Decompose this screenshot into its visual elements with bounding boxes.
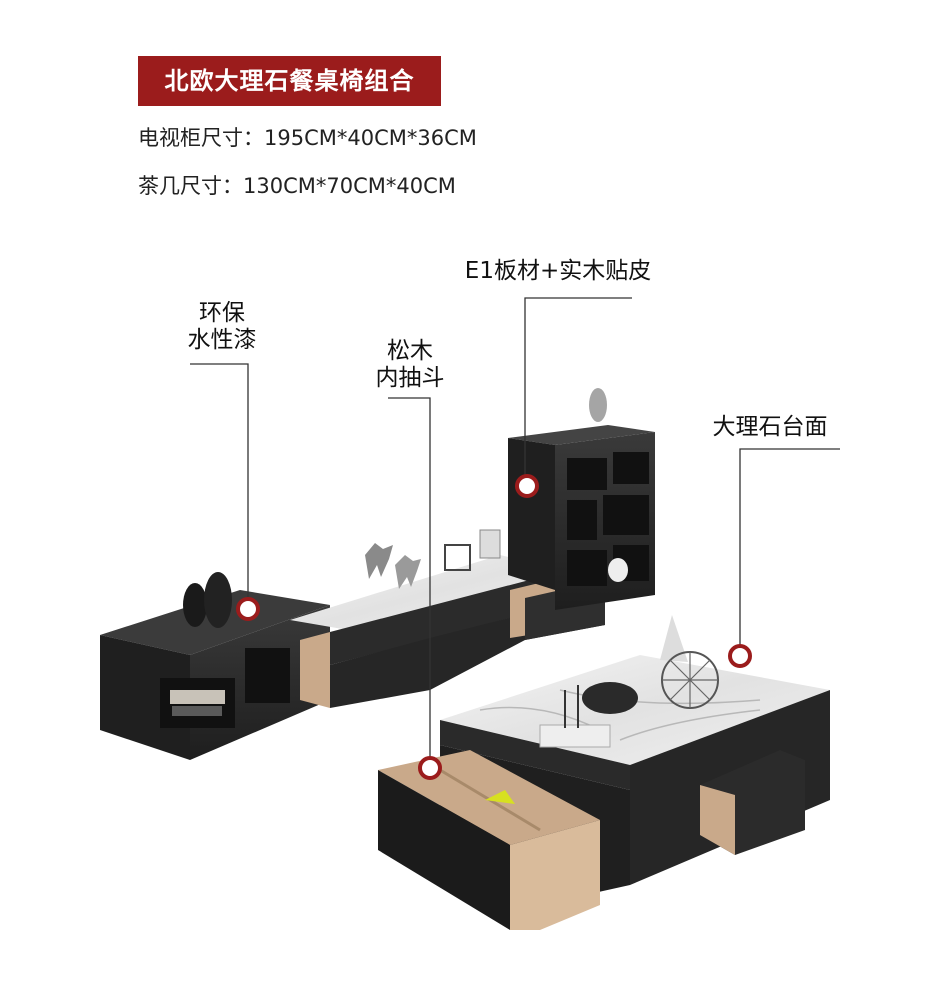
- coffee-table-size: 茶几尺寸：130CM*70CM*40CM: [138, 174, 456, 198]
- bookshelf: [508, 388, 655, 610]
- callout-drawer: 松木 内抽斗: [360, 338, 460, 392]
- tv-cabinet-size: 电视柜尺寸：195CM*40CM*36CM: [138, 126, 477, 150]
- callout-paint: 环保 水性漆: [172, 300, 272, 354]
- tv-cabinet: [100, 529, 605, 760]
- marker-board: [515, 474, 539, 498]
- marker-drawer: [418, 756, 442, 780]
- callout-lines: [190, 297, 840, 765]
- callout-drawer-line2: 内抽斗: [375, 365, 445, 391]
- callout-paint-line1: 环保: [199, 300, 245, 326]
- title-badge: 北欧大理石餐桌椅组合: [138, 56, 441, 106]
- callout-paint-line2: 水性漆: [187, 327, 257, 353]
- callout-markers: [236, 474, 752, 780]
- callout-drawer-line1: 松木: [387, 338, 433, 364]
- marker-paint: [236, 597, 260, 621]
- callout-marble: 大理石台面: [712, 414, 828, 440]
- callout-board: E1板材+实木贴皮: [464, 258, 652, 284]
- marker-marble: [728, 644, 752, 668]
